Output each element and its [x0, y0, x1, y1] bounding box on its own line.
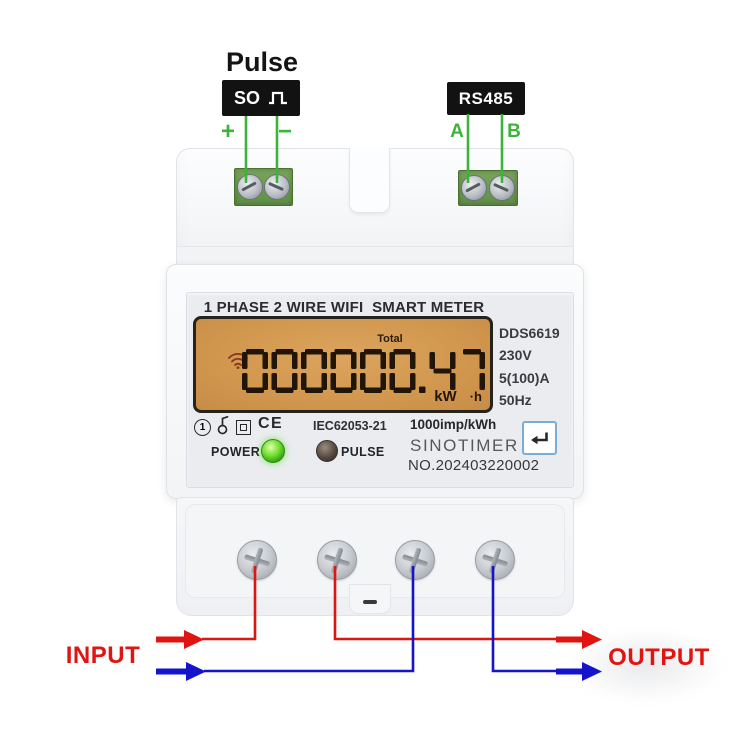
neutral-input-arrow-shaft	[156, 668, 187, 675]
pulse-indicator-label: PULSE	[341, 445, 385, 459]
terminal-screw-1	[237, 540, 277, 580]
accuracy-class-1-icon: 1	[194, 419, 211, 436]
pulse-constant-label: 1000imp/kWh	[410, 417, 497, 432]
meter-bottom-housing	[176, 497, 574, 616]
hook-icon	[217, 415, 229, 435]
din-rail-clip	[349, 584, 391, 614]
lcd-unit-h: ·h	[469, 389, 482, 404]
lcd-total-label: Total	[377, 333, 403, 345]
terminal-screw-3	[395, 540, 435, 580]
spec-frequency: 50Hz	[499, 392, 532, 409]
enter-arrow-icon	[531, 432, 548, 444]
lcd-display: Total kW ·h	[193, 316, 493, 413]
pulse-title: Pulse	[225, 47, 299, 77]
spec-model: DDS6619	[499, 325, 560, 341]
meter-top-housing	[176, 148, 574, 268]
meter-face-panel: 1 PHASE 2 WIRE WIFI SMART METER Total kW…	[186, 292, 574, 488]
spec-voltage: 230V	[499, 347, 532, 364]
rs485-a-label: A	[450, 121, 464, 142]
meter-model-header: 1 PHASE 2 WIRE WIFI SMART METER	[203, 299, 485, 316]
double-insulation-icon	[236, 420, 251, 435]
rs485-a-screw	[461, 175, 487, 201]
live-input-arrowhead	[184, 630, 204, 649]
terminal-screw-4	[475, 540, 515, 580]
ce-mark: CE	[258, 415, 284, 432]
standard-label: IEC62053-21	[313, 419, 387, 433]
lcd-units: kW ·h	[434, 388, 482, 405]
double-insulation-inner	[240, 424, 247, 431]
enter-button	[522, 421, 557, 455]
input-label: INPUT	[65, 642, 141, 669]
pulse-led	[316, 440, 338, 462]
rs485-label: RS485	[458, 88, 514, 108]
meter-middle-section: 1 PHASE 2 WIRE WIFI SMART METER Total kW…	[166, 264, 584, 499]
pulse-terminal-block	[234, 168, 293, 206]
output-label: OUTPUT	[608, 644, 710, 671]
rs485-b-label: B	[507, 121, 521, 142]
lcd-reading	[242, 349, 485, 393]
pulse-plus-screw	[236, 174, 263, 200]
din-clip-slot	[363, 600, 377, 604]
pulse-plus-label: +	[220, 118, 235, 145]
live-input-arrow-shaft	[156, 636, 185, 643]
rs485-b-screw	[489, 175, 515, 201]
lcd-unit-kw: kW	[434, 388, 457, 405]
neutral-input-arrowhead	[186, 662, 206, 681]
pulse-waveform-icon	[269, 91, 287, 105]
top-clip-tab	[349, 148, 390, 213]
spec-current: 5(100)A	[499, 369, 550, 386]
housing-ridge	[177, 246, 573, 267]
live-output-arrow-shaft	[556, 636, 583, 643]
power-label: POWER	[211, 445, 261, 459]
brand-name: SINOTIMER	[410, 436, 519, 455]
rs485-label-box: RS485	[447, 82, 525, 115]
terminal-screw-2	[317, 540, 357, 580]
pulse-minus-screw	[264, 174, 291, 200]
so-pulse-label-box: SO	[222, 80, 300, 116]
rs485-terminal-block	[458, 170, 518, 206]
power-led	[261, 439, 285, 463]
so-label: SO	[233, 87, 260, 108]
pulse-minus-label: −	[277, 118, 292, 145]
serial-number: NO.202403220002	[408, 457, 540, 474]
spec-column: DDS6619 230V 5(100)A 50Hz	[499, 322, 573, 412]
